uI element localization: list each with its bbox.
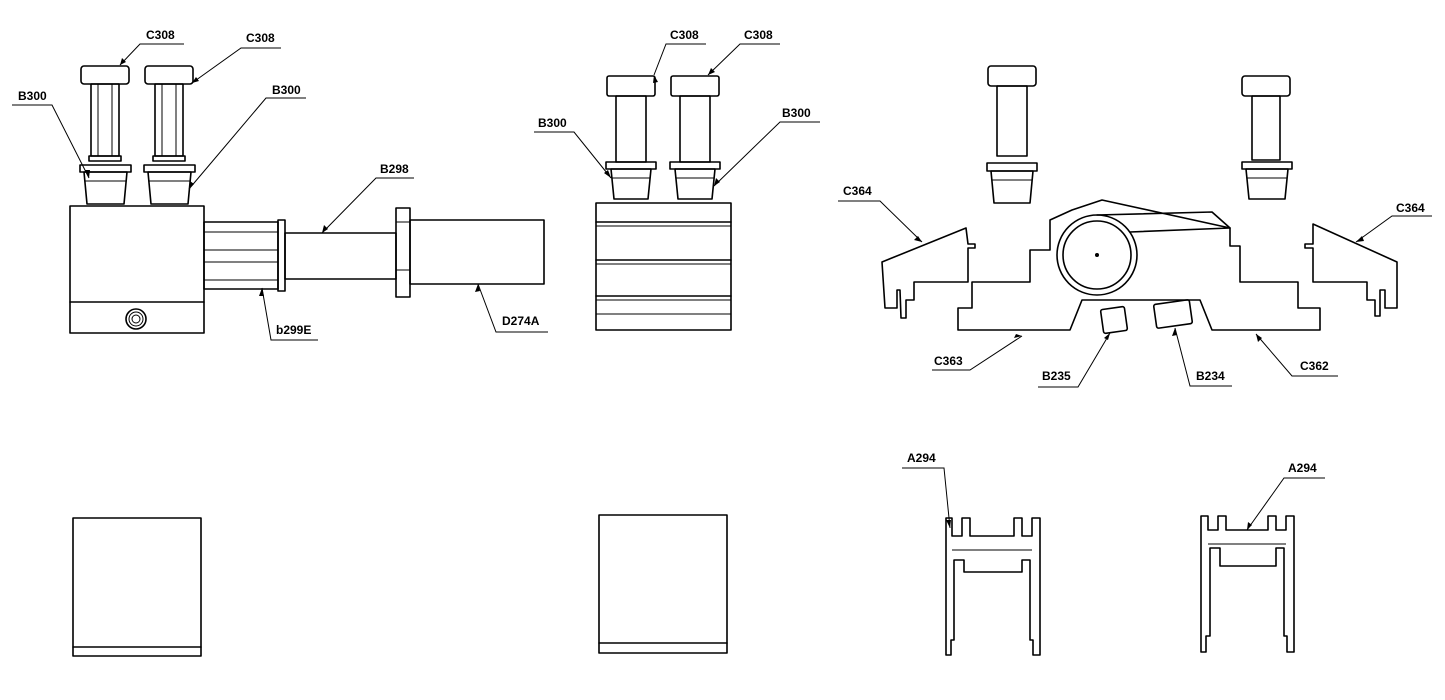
view-2-front-assembly [595, 75, 732, 331]
bolt-left-v2 [605, 75, 657, 200]
label-v1-b300-a: B300 [18, 89, 47, 103]
profile-a294-right [1200, 515, 1295, 653]
label-v4-a294-b: A294 [1288, 461, 1317, 475]
leader-v1-d274a [477, 283, 548, 333]
label-v3-c362: C362 [1300, 359, 1329, 373]
label-v3-c364-a: C364 [843, 184, 872, 198]
base-plate [957, 199, 1321, 331]
view-bottom-plate-middle [598, 514, 728, 654]
label-v2-c308-a: C308 [670, 28, 699, 42]
bracket-c364-right [1304, 223, 1398, 317]
label-v1-c308-b: C308 [246, 31, 275, 45]
leader-v3-c364-left [838, 200, 923, 243]
label-v1-b299e: b299E [276, 323, 311, 337]
leader-v1-b298 [321, 177, 414, 234]
bolt-right [144, 65, 194, 162]
main-block [69, 205, 205, 334]
leader-v1-c308-a [119, 43, 184, 66]
bolt-left [80, 65, 130, 162]
leader-v3-b234 [1174, 327, 1232, 387]
leader-v1-b300-b [188, 97, 306, 190]
label-v2-c308-b: C308 [744, 28, 773, 42]
profile-a294-left [945, 517, 1041, 656]
leader-v1-c308-b [191, 47, 281, 84]
label-v3-b235: B235 [1042, 369, 1071, 383]
leader-v3-c363 [932, 335, 1023, 371]
bolt-right-v3 [1241, 75, 1293, 200]
label-v2-b300-a: B300 [538, 116, 567, 130]
leader-v1-b300-a [12, 104, 90, 179]
bracket-c364-left [881, 227, 976, 319]
leader-v3-c364-right [1355, 215, 1432, 243]
label-v2-b300-b: B300 [782, 106, 811, 120]
bolt-right-v2 [669, 75, 721, 200]
arrowheads [85, 58, 1364, 530]
label-v4-a294-a: A294 [907, 451, 936, 465]
label-v1-b300-b: B300 [272, 83, 301, 97]
leader-v4-a294-right [1246, 477, 1325, 531]
leader-v2-b300-a [534, 131, 612, 179]
label-v1-c308-a: C308 [146, 28, 175, 42]
leader-v2-b300-b [713, 121, 820, 187]
label-v3-b234: B234 [1196, 369, 1225, 383]
block-v2 [595, 202, 732, 331]
label-v1-d274a: D274A [502, 314, 540, 328]
label-v3-c363: C363 [934, 354, 963, 368]
bushing-left [79, 164, 132, 205]
leader-v4-a294-left [902, 467, 951, 529]
label-v3-c364-b: C364 [1396, 201, 1425, 215]
view-3-exploded [881, 65, 1398, 335]
view-bottom-plate-left [72, 517, 202, 657]
label-v1-b298: B298 [380, 162, 409, 176]
leader-v2-c308-a [653, 43, 706, 76]
leader-v3-c362 [1255, 333, 1338, 377]
callouts: C308 C308 B300 B300 B298 b299E D274A C30… [12, 28, 1432, 531]
leader-v2-c308-b [707, 43, 780, 76]
view-1-side-assembly [69, 65, 545, 334]
cylinder-b298 [203, 207, 545, 298]
rotor [1056, 211, 1231, 296]
pad-b234 [1152, 299, 1194, 329]
pad-b235 [1099, 305, 1129, 335]
bolt-left-v3 [986, 65, 1038, 204]
leader-v1-b299e [261, 287, 318, 341]
bushing-right [143, 164, 196, 205]
leader-v3-b235 [1038, 332, 1111, 388]
